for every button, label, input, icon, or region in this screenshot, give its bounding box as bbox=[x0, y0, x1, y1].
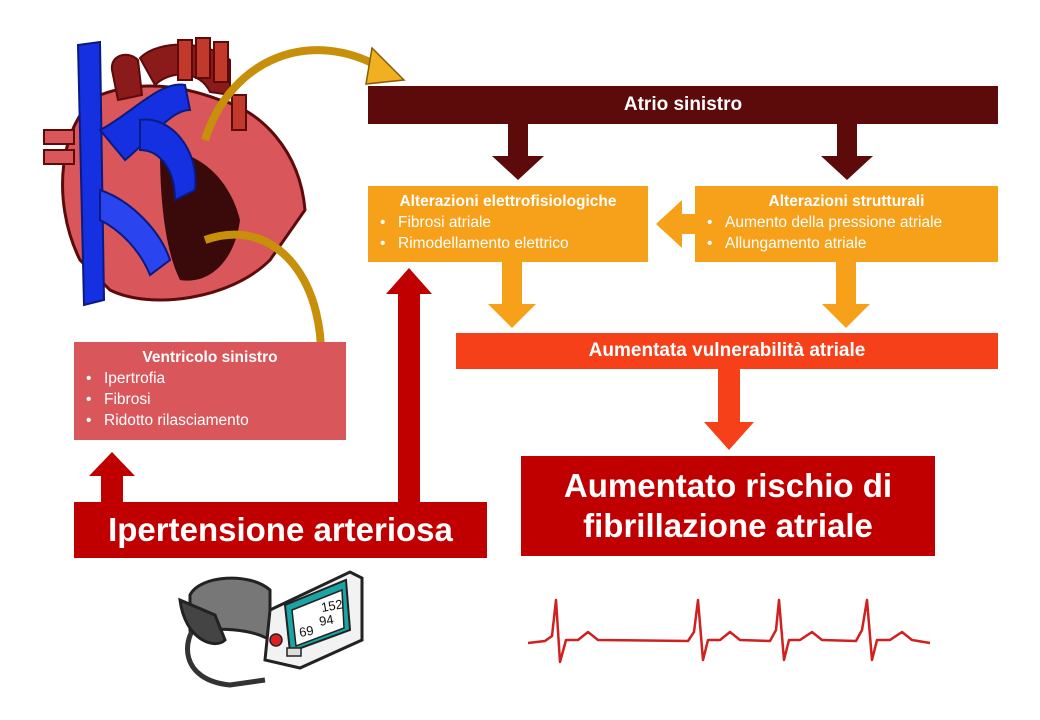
heart-icon bbox=[43, 37, 307, 307]
elettro-item: Rimodellamento elettrico bbox=[376, 233, 640, 254]
monitor-systolic: 152 bbox=[320, 596, 344, 615]
elettro-item: Fibrosi atriale bbox=[376, 212, 640, 233]
monitor-diastolic: 94 bbox=[318, 612, 335, 629]
alterazioni-strutturali-box: Alterazioni strutturali Aumento della pr… bbox=[695, 186, 998, 262]
strutt-item: Allungamento atriale bbox=[703, 233, 990, 254]
atrio-sinistro-box: Atrio sinistro bbox=[368, 86, 998, 124]
rischio-line2: fibrillazione atriale bbox=[583, 507, 873, 544]
ventricolo-title: Ventricolo sinistro bbox=[142, 349, 278, 366]
blood-pressure-monitor-icon: 152 94 69 bbox=[178, 570, 364, 688]
ecg-trace bbox=[527, 598, 931, 664]
vulnerabilita-box: Aumentata vulnerabilità atriale bbox=[456, 333, 998, 369]
strutt-item: Aumento della pressione atriale bbox=[703, 212, 990, 233]
rischio-box: Aumentato rischio di fibrillazione atria… bbox=[521, 456, 935, 556]
atrio-title: Atrio sinistro bbox=[623, 94, 743, 115]
strutt-title: Alterazioni strutturali bbox=[768, 193, 925, 210]
rischio-line1: Aumentato rischio di bbox=[563, 467, 893, 504]
vulnerabilita-label: Aumentata vulnerabilità atriale bbox=[588, 340, 866, 361]
elettro-title: Alterazioni elettrofisiologiche bbox=[399, 193, 617, 210]
monitor-pulse: 69 bbox=[298, 623, 315, 640]
ventricolo-item: Ridotto rilasciamento bbox=[82, 410, 338, 431]
ipertensione-label: Ipertensione arteriosa bbox=[108, 511, 453, 548]
ventricolo-item: Ipertrofia bbox=[82, 368, 338, 389]
ventricolo-sinistro-box: Ventricolo sinistro Ipertrofia Fibrosi R… bbox=[74, 342, 346, 440]
ipertensione-box: Ipertensione arteriosa bbox=[74, 502, 487, 558]
ventricolo-item: Fibrosi bbox=[82, 389, 338, 410]
alterazioni-elettrofisiologiche-box: Alterazioni elettrofisiologiche Fibrosi … bbox=[368, 186, 648, 262]
